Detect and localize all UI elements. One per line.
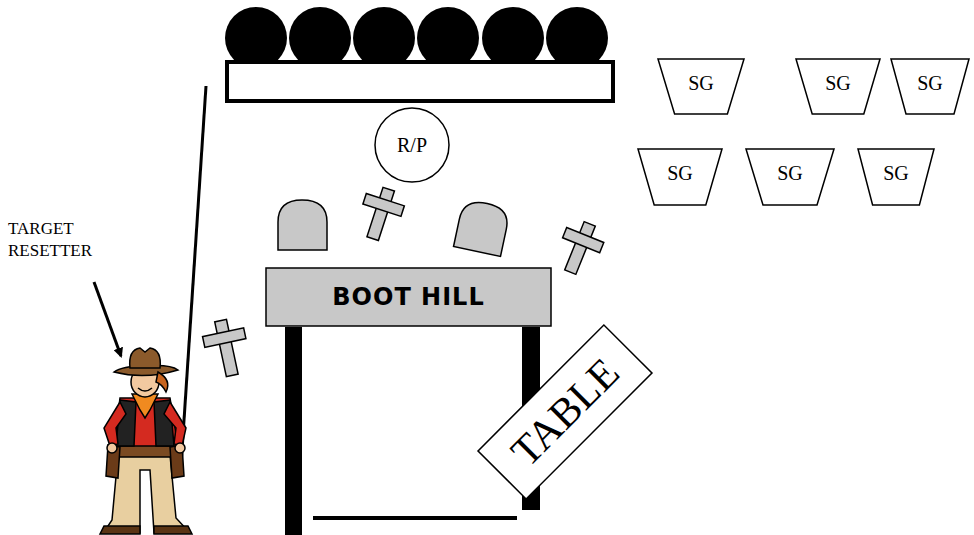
boot-hill-sign: BOOT HILL [265,267,552,327]
support-target: SG [890,58,970,115]
grave-cross [200,183,608,380]
fault-line [181,86,206,466]
steel-targets [225,7,613,101]
support-target: SG [657,58,745,115]
node-label: SG [825,72,851,95]
node-label: BOOT HILL [332,283,484,311]
tombstone [454,199,511,257]
support-target: SG [795,58,881,115]
cowboy-figure [100,348,192,534]
node-label: SG [667,162,693,185]
shooting-line [313,516,517,520]
support-target: SG [857,148,935,206]
node-label: SG [777,162,803,185]
gate-post [285,327,302,535]
table-box: TABLE [477,324,654,501]
support-target: SG [745,148,835,206]
node-label: R/P [397,134,427,157]
callout-arrow [94,282,121,356]
node-label: SG [688,72,714,95]
callout-label: TARGET RESETTER [8,218,128,262]
tombstone [278,200,327,250]
support-target: SG [637,148,723,206]
node-label: SG [883,162,909,185]
node-label: SG [917,72,943,95]
start-position-circle: R/P [374,107,450,183]
